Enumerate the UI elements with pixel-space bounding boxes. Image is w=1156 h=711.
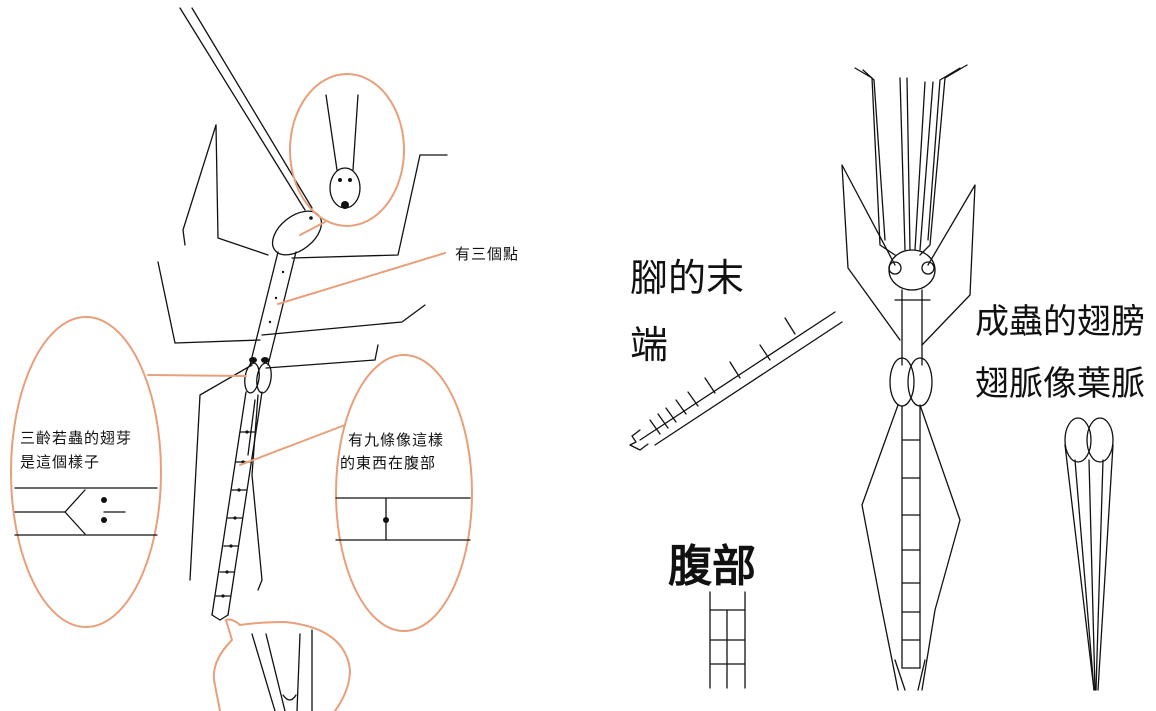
adult-drawing [841,64,976,691]
abdomen-segment-detail [335,497,471,541]
nymph-drawing [157,7,448,621]
head-detail [325,94,361,209]
abdomen-closeup [709,591,746,689]
adult-wing-detail [1064,417,1114,691]
foot-tip-label-2: 端 [630,323,669,367]
foot-tip-drawing [629,311,843,451]
nine-segments-label-1: 有九條像這樣 [348,431,445,449]
adult-wing-label-2: 翅脈像葉脈 [975,364,1145,404]
wing-bud-label-1: 三齡若蟲的翅芽 [20,429,133,447]
nine-segments-label-2: 的東西在腹部 [340,454,437,472]
adult-wing-label-1: 成蟲的翅膀 [975,302,1145,342]
abdomen-label: 腹部 [668,541,756,592]
foot-tip-label-1: 腳的末 [630,256,745,300]
three-dots-label: 有三個點 [455,245,520,263]
callout-group [10,73,473,711]
tail-detail [251,629,313,711]
wing-bud-label-2: 是這個樣子 [20,453,101,471]
wing-bud-detail [14,487,158,536]
